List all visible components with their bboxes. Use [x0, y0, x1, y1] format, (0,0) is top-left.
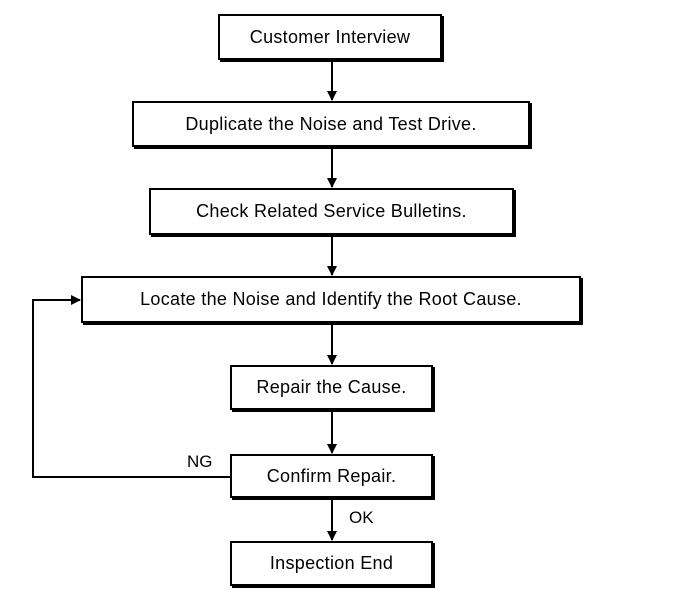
step-inspection-end-label: Inspection End	[269, 553, 394, 573]
step-repair-cause: Repair the Cause.	[230, 365, 433, 410]
step-check-bulletins-label: Check Related Service Bulletins.	[196, 201, 467, 221]
ok-label: OK	[349, 508, 374, 527]
step-customer-interview-label: Customer Interview	[249, 26, 411, 47]
step-inspection-end: Inspection End	[230, 541, 433, 586]
ng-feedback-arrow	[32, 295, 230, 478]
ng-label: NG	[187, 452, 213, 471]
step-confirm-repair-label: Confirm Repair.	[266, 465, 397, 486]
step-locate-noise: Locate the Noise and Identify the Root C…	[81, 276, 581, 323]
step-check-bulletins: Check Related Service Bulletins.	[149, 188, 514, 235]
step-repair-cause-label: Repair the Cause.	[256, 377, 407, 397]
step-duplicate-noise-label: Duplicate the Noise and Test Drive.	[185, 113, 477, 134]
step-customer-interview: Customer Interview	[218, 14, 442, 60]
step-duplicate-noise: Duplicate the Noise and Test Drive.	[132, 101, 530, 147]
step-locate-noise-label: Locate the Noise and Identify the Root C…	[140, 289, 522, 309]
step-confirm-repair: Confirm Repair.	[230, 454, 433, 498]
